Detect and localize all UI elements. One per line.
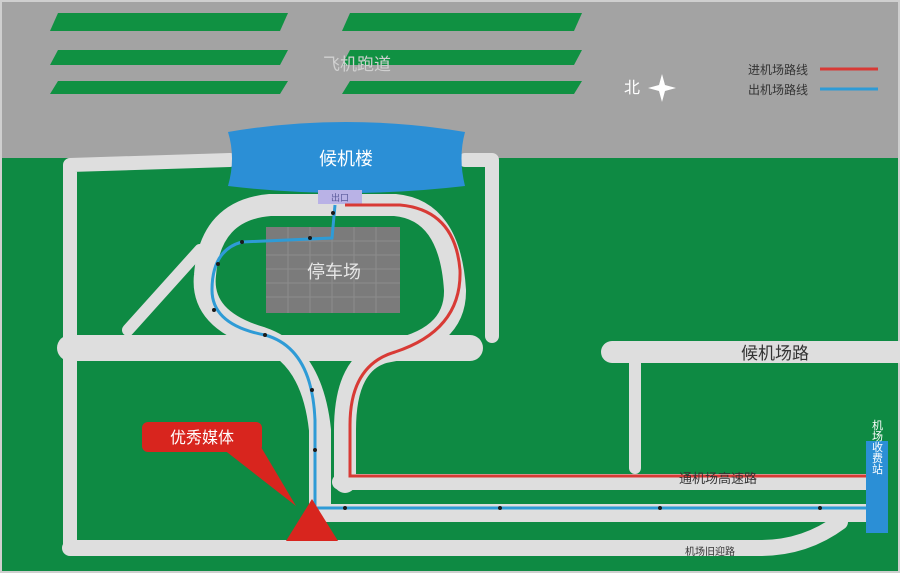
terminal-label: 候机楼 xyxy=(319,149,373,170)
perimeter-road-east xyxy=(458,153,499,343)
airport-road-label: 候机场路 xyxy=(741,344,809,364)
media-badge xyxy=(142,422,262,452)
grass-area xyxy=(0,158,900,573)
media-badge-label: 优秀媒体 xyxy=(170,428,234,447)
toll-station-label: 机场收费站 xyxy=(871,418,884,475)
toll-station xyxy=(866,441,888,533)
marker-pointer xyxy=(214,442,296,506)
triangle-marker-icon xyxy=(286,499,338,541)
runway-label: 飞机跑道 xyxy=(323,55,391,75)
compass-star-icon xyxy=(648,74,676,102)
parking-label: 停车场 xyxy=(307,262,361,283)
terminal-loop-road xyxy=(193,194,466,521)
inbound-route xyxy=(345,203,878,478)
legend-entry-in-label: 进机场路线 xyxy=(748,62,808,77)
runway-stripes xyxy=(50,13,582,94)
outbound-route-dots xyxy=(212,211,822,510)
parking-grid xyxy=(266,227,400,313)
terminal-building xyxy=(228,122,465,193)
legend: 进机场路线 出机场路线 xyxy=(748,62,878,97)
legend-entry-out-label: 出机场路线 xyxy=(748,82,808,97)
expressway-label: 通机场高速路 xyxy=(679,471,757,487)
old-airport-road xyxy=(62,514,848,556)
perimeter-road xyxy=(63,153,237,555)
outbound-route xyxy=(210,204,878,510)
north-label: 北 xyxy=(624,78,640,97)
terminal-gate-label: 出口 xyxy=(331,192,349,204)
terminal-gate xyxy=(318,190,362,204)
west-spur-road xyxy=(122,244,206,336)
old-road-label: 机场旧迎路 xyxy=(685,545,735,558)
road-network xyxy=(57,153,900,556)
